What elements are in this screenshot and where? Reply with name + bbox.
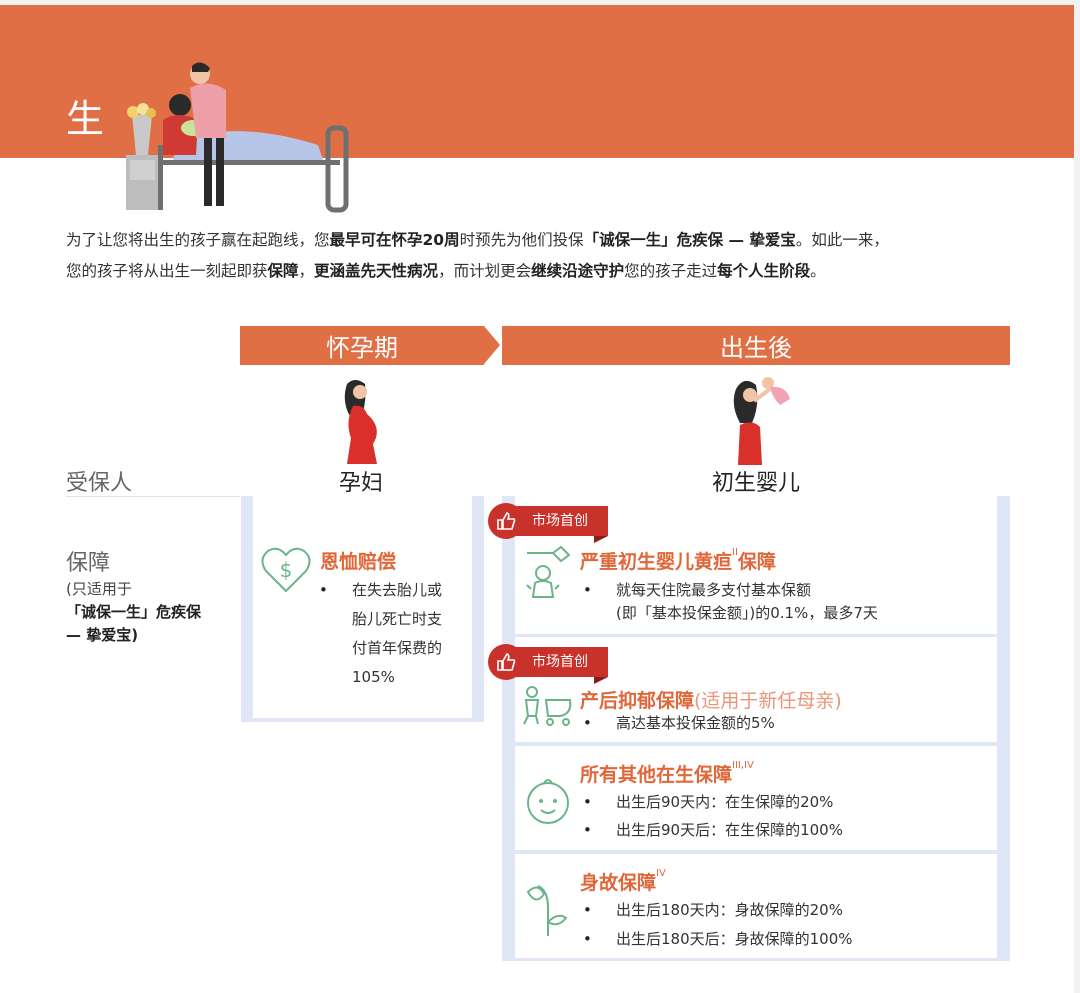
page-title: 生 [66, 97, 105, 141]
postnatal-note: (适用于新任母亲) [694, 690, 842, 712]
baby-face-icon [527, 779, 569, 824]
pregnant-woman-icon [344, 380, 377, 464]
phase-after-birth-header: 出生後 [502, 326, 1010, 365]
mother-stroller-icon [523, 686, 572, 726]
intro-paragraph: 为了让您将出生的孩子赢在起跑线，您最早可在怀孕20周时预先为他们投保「诚保一生」… [66, 231, 889, 280]
postnatal-title-text: 产后抑郁保障 [580, 690, 695, 712]
insured-newborn: 初生婴儿 [711, 471, 800, 496]
compassionate-benefit-text-4: 105% [352, 668, 395, 686]
coverage-label: 保障 [66, 551, 111, 576]
living-benefit-bullet-2: 出生后90天后：在生保障的100% [583, 816, 843, 845]
coverage-note-line: (只适用于 [66, 580, 132, 598]
wilting-flower-icon [526, 885, 568, 936]
insured-label: 受保人 [66, 471, 133, 496]
thumbs-up-icon [488, 503, 524, 539]
heart-dollar-icon: $ [261, 547, 311, 593]
coverage-note: (只适用于 「诚保一生」危疾保 — 挚爱宝) [66, 578, 201, 647]
coverage-note-line: 「诚保一生」危疾保 [66, 603, 202, 621]
jaundice-bullet: 就每天住院最多支付基本保额 [583, 576, 811, 605]
mother-baby-icon [733, 377, 790, 465]
death-benefit-bullet-1: 出生后180天内：身故保障的20% [583, 896, 843, 925]
insured-pregnancy: 孕妇 [338, 471, 383, 496]
death-benefit-title-text: 身故保障 [580, 872, 657, 894]
postnatal-bullet: 高达基本投保金额的5% [583, 709, 775, 738]
death-benefit-footnote: IV [656, 868, 666, 879]
phase-arrow [484, 326, 500, 364]
badge-fold [594, 677, 608, 684]
living-benefit-title-text: 所有其他在生保障 [580, 764, 733, 786]
postnatal-title: 产后抑郁保障(适用于新任母亲) [580, 686, 842, 713]
svg-text:$: $ [280, 558, 293, 582]
market-first-badge: 市场首创 [488, 503, 622, 543]
death-benefit-bullet-2: 出生后180天后：身故保障的100% [583, 925, 852, 954]
row-divider [66, 496, 240, 497]
market-first-badge: 市场首创 [488, 644, 622, 684]
hospital-family-illustration [126, 62, 349, 213]
compassionate-benefit-title: 恩恤赔偿 [320, 551, 397, 573]
jaundice-title-text: 严重初生婴儿黄疸 [580, 551, 733, 573]
coverage-note-line: — 挚爱宝) [66, 626, 139, 644]
compassionate-benefit-text-1: 在失去胎儿或 [319, 576, 442, 605]
pregnancy-coverage-card [253, 496, 472, 718]
death-benefit-title: 身故保障IV [580, 868, 666, 895]
jaundice-title: 严重初生婴儿黄疸II保障 [580, 547, 776, 574]
jaundice-title-suffix: 保障 [737, 551, 776, 573]
living-benefit-bullet-1: 出生后90天内：在生保障的20% [583, 788, 834, 817]
compassionate-benefit-text-2: 胎儿死亡时支 [352, 610, 443, 628]
badge-fold [594, 536, 608, 543]
compassionate-benefit-text-3: 付首年保费的 [352, 639, 443, 657]
thumbs-up-icon [488, 644, 524, 680]
phase-pregnancy-header: 怀孕期 [240, 326, 484, 365]
jaundice-footnote: II [732, 547, 738, 558]
jaundice-bullet-cont: (即「基本投保金额」)的0.1%，最多7天 [616, 604, 878, 622]
living-benefit-title: 所有其他在生保障III,IV [580, 760, 754, 787]
baby-lamp-icon [526, 545, 571, 598]
living-benefit-footnote: III,IV [732, 760, 754, 771]
